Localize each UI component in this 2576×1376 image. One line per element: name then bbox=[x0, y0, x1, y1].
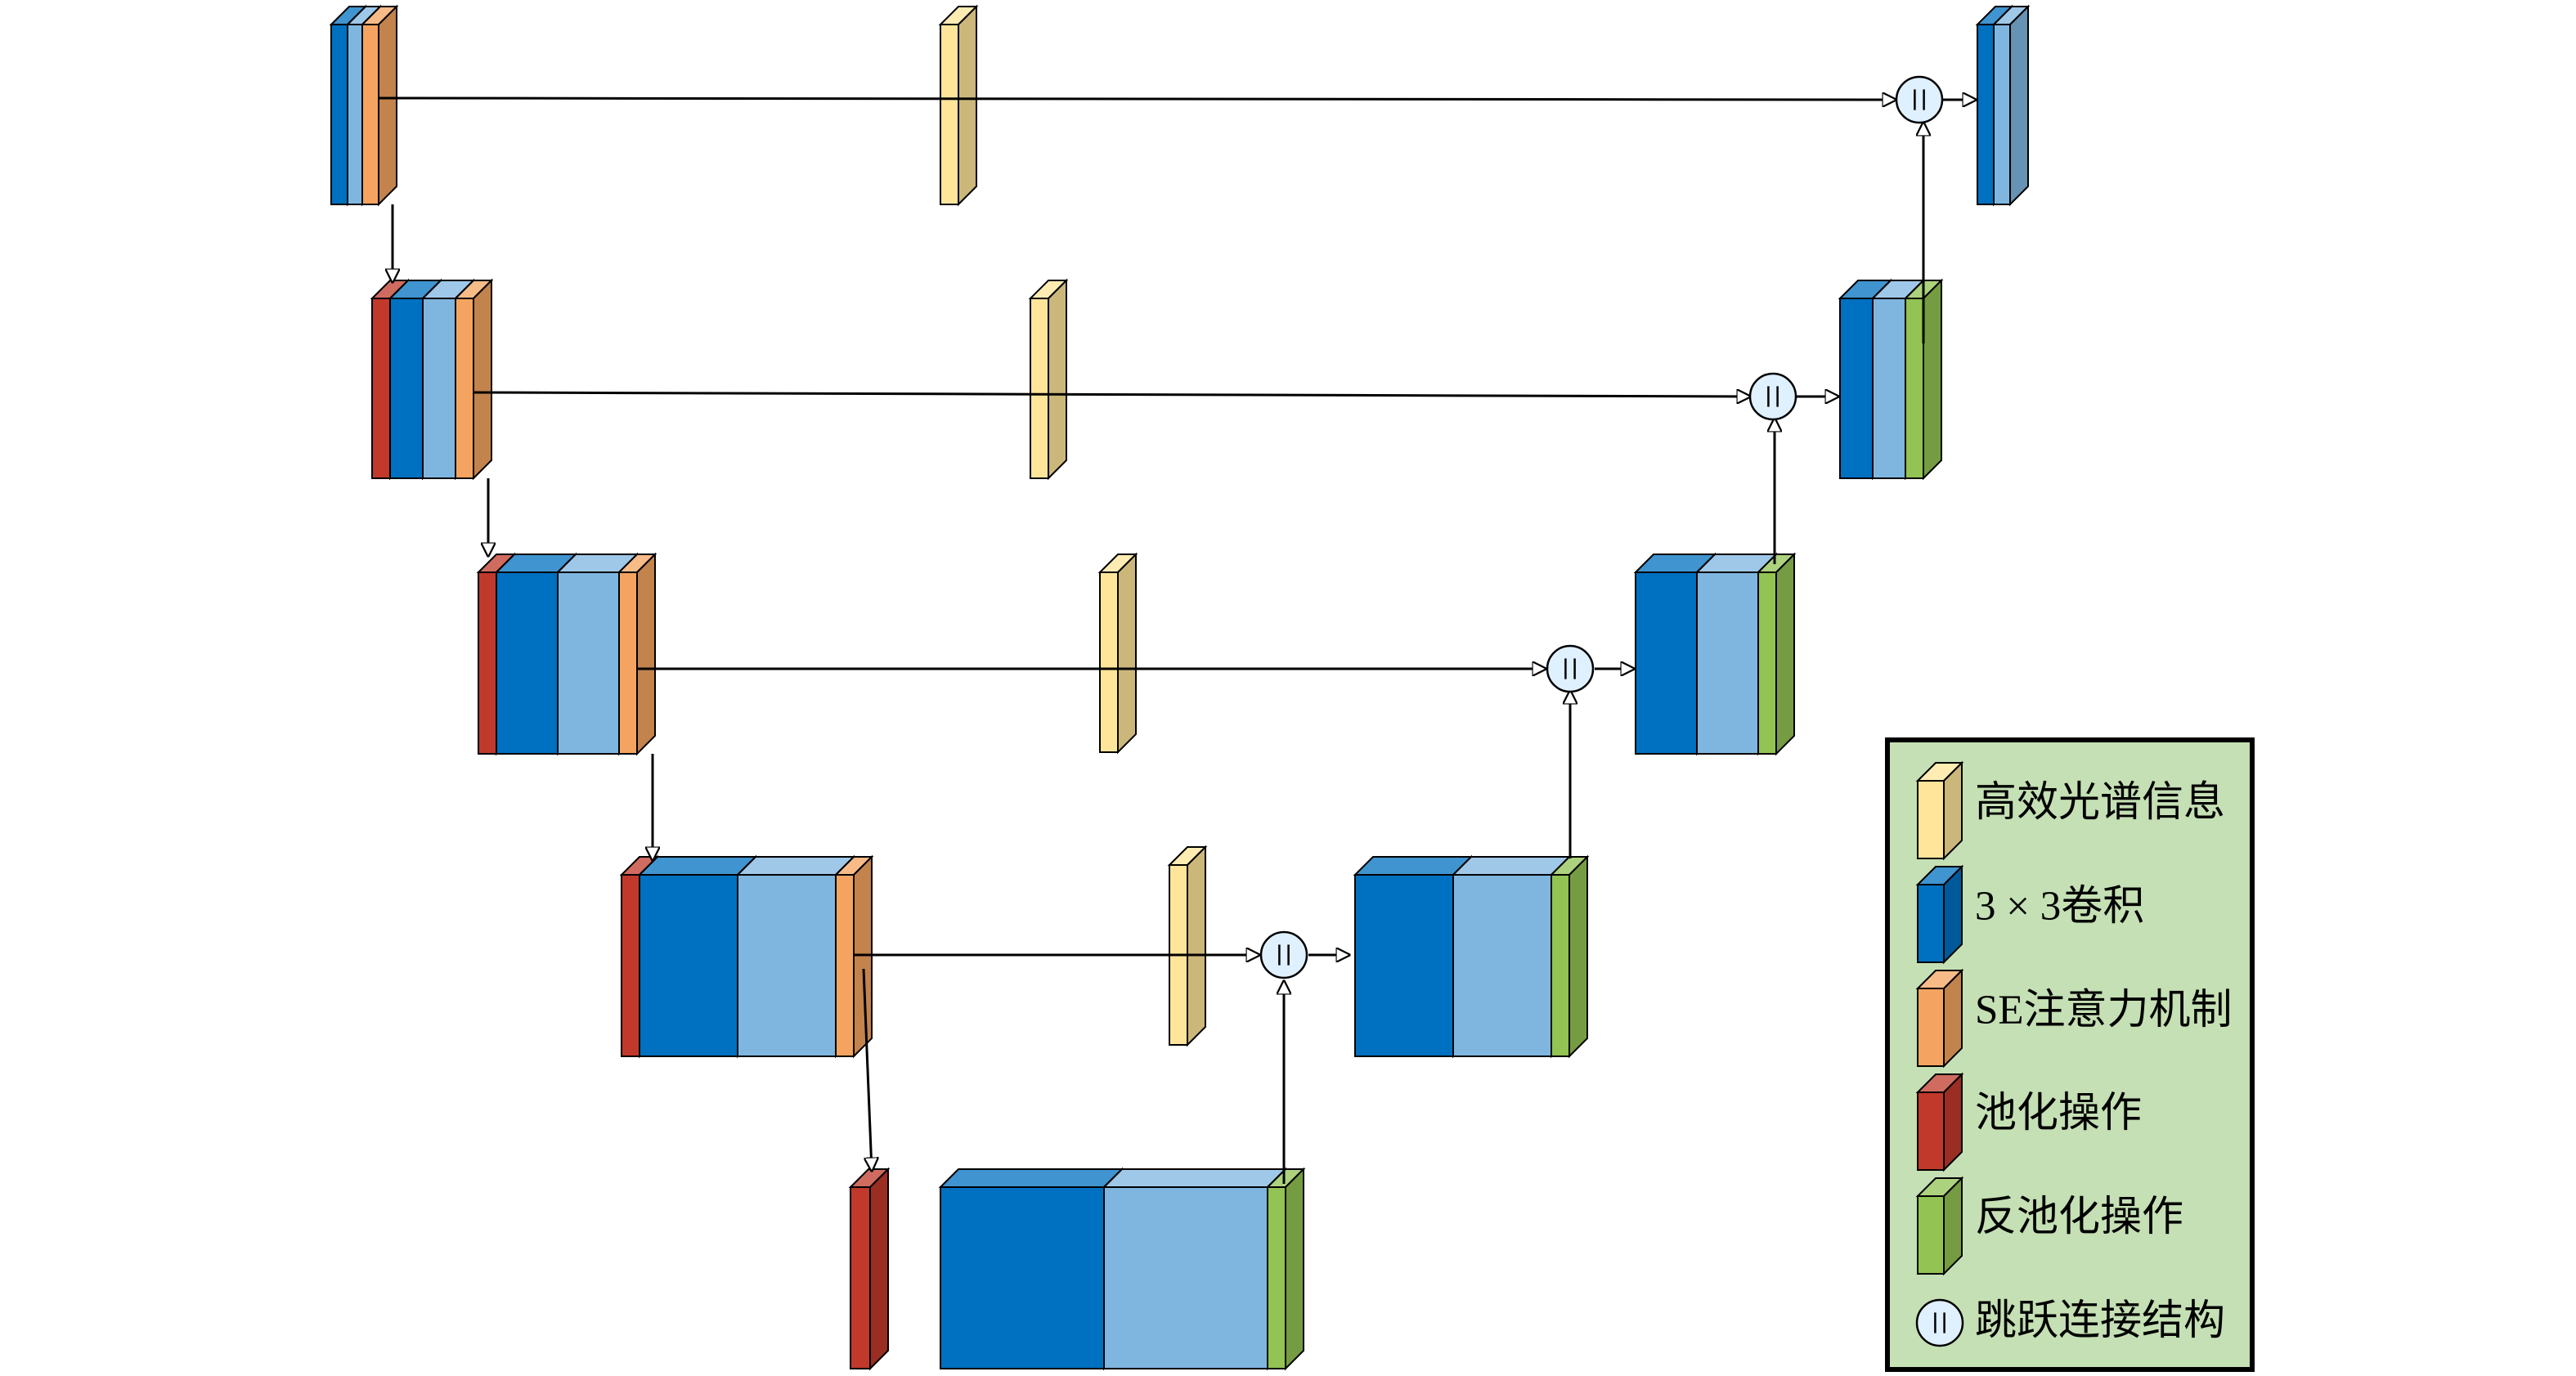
legend-symbol-spectral bbox=[1915, 760, 1964, 861]
spectral-module-3 bbox=[1097, 552, 1138, 755]
legend-symbol-skip bbox=[1915, 1298, 1964, 1347]
spectral-module-1 bbox=[938, 4, 979, 207]
skip-node-3 bbox=[1546, 644, 1595, 693]
bottleneck-pool-layer-1 bbox=[848, 1167, 891, 1371]
skip-line-2 bbox=[473, 392, 1750, 397]
encoder-block-1 bbox=[329, 4, 399, 207]
encoder-block-3-layer-4 bbox=[617, 552, 657, 756]
legend-symbol-conv bbox=[1915, 864, 1964, 965]
legend-label-conv: 3 × 3卷积 bbox=[1975, 884, 2144, 930]
network-blocks bbox=[329, 4, 2031, 1371]
legend-symbols bbox=[1915, 760, 1964, 1347]
encoder-block-3 bbox=[476, 552, 657, 756]
legend-label-skip: 跳跃连接结构 bbox=[1975, 1298, 2225, 1344]
skip-line-1 bbox=[378, 98, 1896, 100]
bottleneck-block-layer-1 bbox=[938, 1167, 1124, 1371]
encoder-block-1-layer-3 bbox=[360, 4, 399, 207]
skip-connection-nodes bbox=[1259, 75, 1944, 979]
spectral-module-4 bbox=[1167, 845, 1208, 1047]
legend-label-pool: 池化操作 bbox=[1975, 1091, 2142, 1136]
legend-symbol-pool bbox=[1915, 1072, 1964, 1172]
encoder-block-4-layer-2 bbox=[637, 854, 758, 1059]
encoder-block-4-layer-4 bbox=[833, 854, 874, 1059]
encoder-block-4 bbox=[619, 854, 874, 1059]
spectral-module-2 bbox=[1028, 278, 1069, 481]
decoder-block-3 bbox=[1633, 552, 1797, 756]
encoder-block-2 bbox=[370, 278, 494, 481]
decoder-block-2-layer-3 bbox=[1903, 278, 1944, 481]
legend-label-spectral: 高效光谱信息 bbox=[1975, 779, 2225, 826]
legend-symbol-unpool bbox=[1915, 1176, 1964, 1276]
decoder-block-1-layer-2 bbox=[1991, 4, 2031, 207]
connection-lines bbox=[378, 98, 1976, 1184]
encoder-block-2-layer-4 bbox=[453, 278, 494, 481]
bottleneck-pool bbox=[848, 1167, 891, 1371]
bottleneck-block-layer-3 bbox=[1265, 1167, 1306, 1371]
legend: 高效光谱信息 3 × 3卷积 SE注意力机制 池化操作 反池化操作 跳跃连接结构 bbox=[1885, 737, 2255, 1372]
skip-node-4 bbox=[1259, 930, 1308, 979]
decoder-block-2 bbox=[1838, 278, 1944, 481]
bottleneck-block-layer-2 bbox=[1102, 1167, 1288, 1371]
decoder-block-1 bbox=[1975, 4, 2031, 207]
legend-symbol-se bbox=[1915, 968, 1964, 1069]
legend-label-se: SE注意力机制 bbox=[1975, 988, 2233, 1033]
legend-label-unpool: 反池化操作 bbox=[1975, 1194, 2183, 1240]
down-arrow-4 bbox=[862, 968, 872, 1171]
decoder-block-4-layer-3 bbox=[1549, 854, 1590, 1059]
decoder-block-4 bbox=[1353, 854, 1590, 1059]
bottleneck-block bbox=[938, 1167, 1306, 1371]
decoder-block-3-layer-3 bbox=[1756, 552, 1797, 756]
skip-node-2 bbox=[1748, 372, 1797, 421]
skip-node-1 bbox=[1895, 75, 1944, 124]
